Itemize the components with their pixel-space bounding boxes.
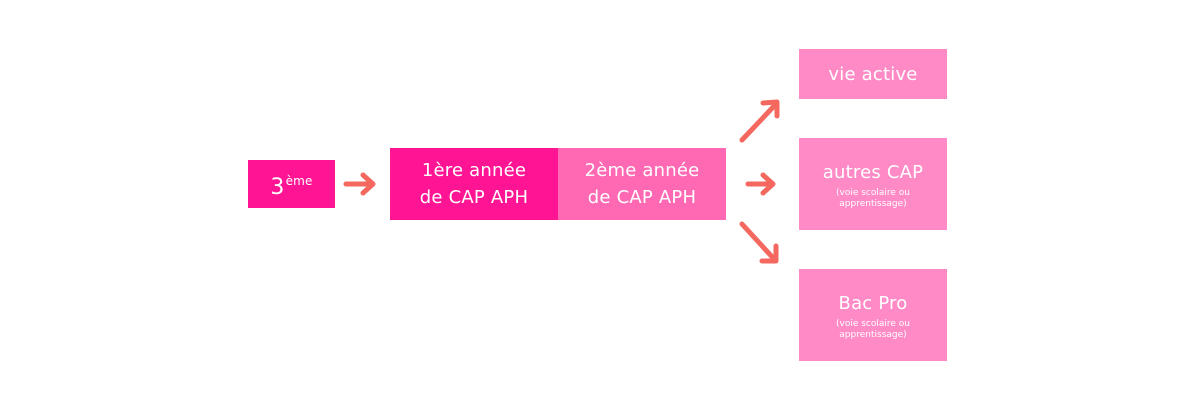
outcome-autres-cap-title: autres CAP: [822, 161, 924, 183]
outcome-autres-cap-note-line-1: (voie scolaire ou: [835, 187, 910, 198]
first-year-line-1: 1ère année: [421, 160, 527, 181]
arrow-to-vie-active-icon: [739, 99, 780, 143]
outcome-autres-cap-box: autres CAP (voie scolaire ou apprentissa…: [799, 138, 947, 230]
outcome-bac-pro-note: (voie scolaire ou apprentissage): [836, 319, 910, 341]
arrow-to-autres-cap-icon: [745, 172, 776, 196]
outcome-bac-pro-box: Bac Pro (voie scolaire ou apprentissage): [799, 269, 947, 361]
second-year-line-2: de CAP APH: [587, 187, 697, 208]
outcome-autres-cap-note-line-2: apprentissage): [839, 198, 907, 209]
outcome-vie-active-box: vie active: [799, 49, 947, 99]
outcome-autres-cap-note: (voie scolaire ou apprentissage): [836, 188, 910, 210]
first-year-box: 1ère année de CAP APH: [390, 148, 558, 220]
outcome-bac-pro-note-line-1: (voie scolaire ou: [835, 318, 910, 329]
first-year-line-2: de CAP APH: [419, 187, 529, 208]
arrow-to-bac-pro-icon: [739, 221, 779, 264]
start-level-suffix: ème: [285, 173, 313, 188]
second-year-line-1: 2ème année: [584, 160, 700, 181]
outcome-bac-pro-title: Bac Pro: [838, 292, 908, 314]
start-level-number: 3: [270, 174, 285, 200]
start-level-box: 3ème: [248, 160, 335, 208]
second-year-box: 2ème année de CAP APH: [558, 148, 726, 220]
outcome-bac-pro-note-line-2: apprentissage): [839, 329, 907, 340]
outcome-vie-active-title: vie active: [828, 63, 918, 85]
arrow-start-to-first-year-icon: [343, 172, 376, 196]
